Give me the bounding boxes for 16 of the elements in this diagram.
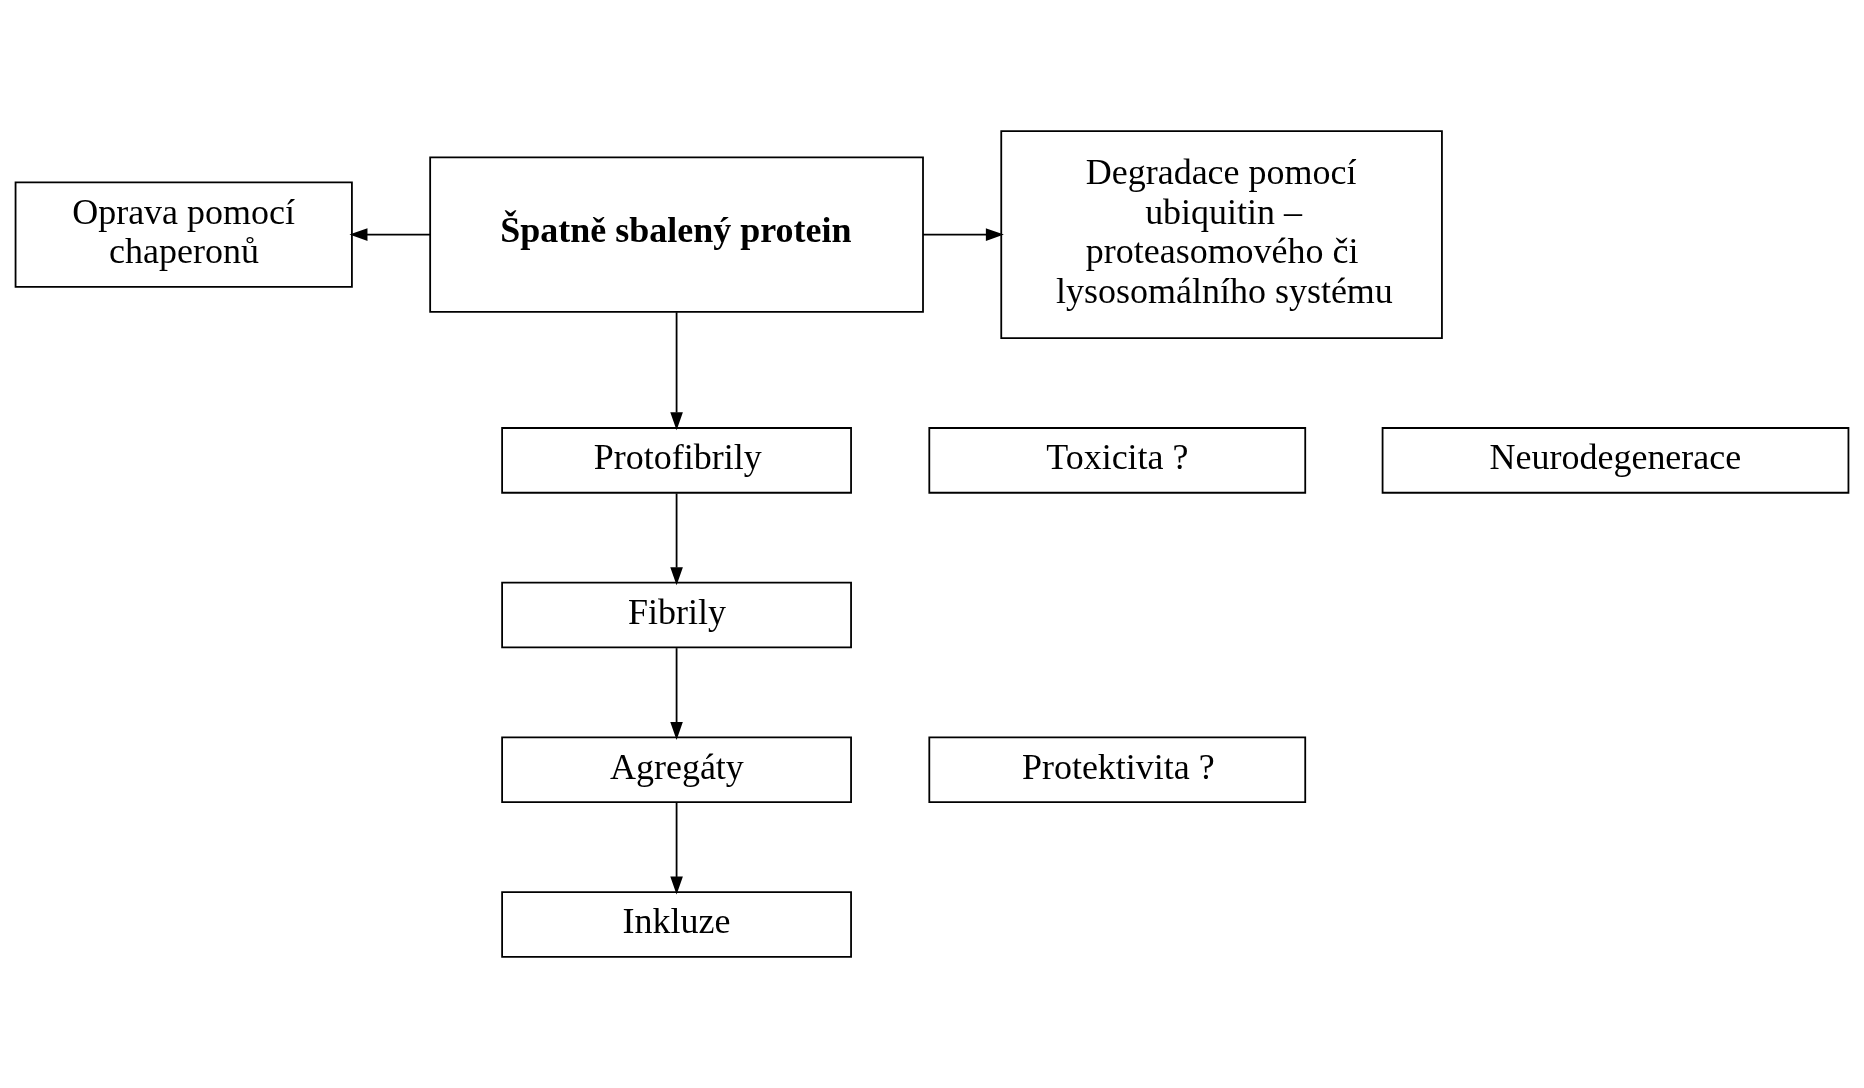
node-box: Toxicita ? xyxy=(928,427,1307,494)
arrow xyxy=(670,647,683,740)
node-box: Protektivita ? xyxy=(928,736,1307,803)
node-box: Inkluze xyxy=(501,891,852,958)
node-box: Protofibrily xyxy=(501,427,852,494)
arrow xyxy=(670,801,683,895)
node-box: Fibrily xyxy=(501,581,852,649)
arrow xyxy=(670,492,683,586)
arrow xyxy=(349,228,431,241)
arrow xyxy=(922,228,1004,241)
node-box: Oprava pomocí chaperonů xyxy=(14,181,353,288)
node-box: Špatně sbalený protein xyxy=(429,156,924,313)
node-box: Neurodegenerace xyxy=(1381,427,1850,494)
node-box: Agregáty xyxy=(501,736,852,803)
arrow xyxy=(670,311,683,431)
node-box: Degradace pomocí ubiquitin – proteasomového či lysosomálního systému xyxy=(1000,130,1443,339)
